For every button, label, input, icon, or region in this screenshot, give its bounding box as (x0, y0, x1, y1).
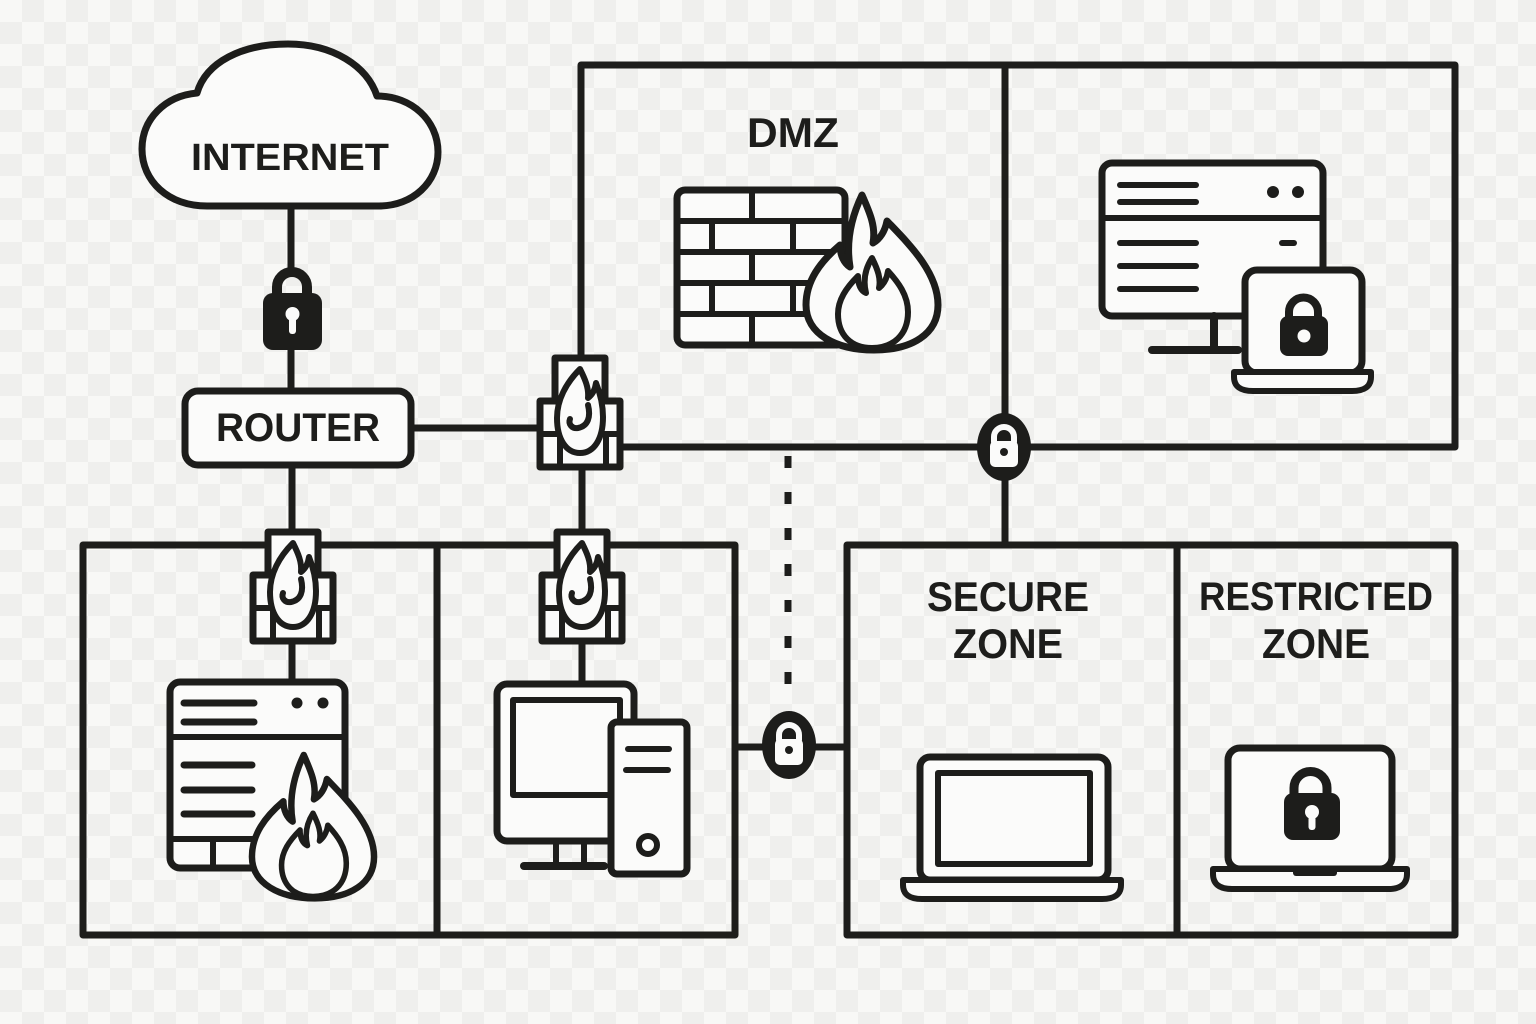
internet-node: INTERNET (138, 40, 442, 210)
lan-server-icon (166, 678, 374, 898)
tower-power-button (636, 833, 660, 857)
laptop-base (1210, 866, 1410, 892)
router-node: ROUTER (181, 387, 415, 469)
dmz-firewall-icon (673, 186, 938, 350)
dmz-zone-label: DMZ (747, 109, 839, 156)
padlock-shackle (272, 267, 312, 301)
restricted-zone-label-line1: RESTRICTED (1199, 575, 1433, 619)
dmz-host-icon (1098, 159, 1374, 394)
restricted-zone-label-line2: ZONE (1262, 620, 1370, 667)
server-led (291, 697, 303, 709)
laptop-notch (1293, 869, 1337, 876)
router-label: ROUTER (216, 406, 380, 450)
tower (607, 718, 691, 878)
server-led (317, 697, 329, 709)
wan-padlock-icon (263, 267, 322, 350)
lock-shackle (1289, 767, 1332, 800)
badge-lock-shackle (776, 722, 802, 743)
lock-keyhole (1297, 329, 1311, 343)
secure-zone-label-line2: ZONE (953, 620, 1063, 667)
lock-keyhole (1305, 805, 1319, 819)
badge-lock-keyhole (1000, 448, 1008, 456)
badge-lock-keyhole (785, 746, 793, 754)
firewall-icon-lan-workstation (542, 532, 622, 641)
lan-box (79, 541, 739, 939)
padlock-keyhole (285, 307, 300, 321)
lock-shackle (1285, 293, 1322, 322)
router-box (181, 387, 415, 469)
laptop-screen-inner (935, 770, 1093, 867)
padlock-keyhole-stem (289, 317, 296, 334)
laptop-base (1231, 369, 1374, 394)
cloud-icon (138, 40, 442, 210)
padlock-badge-dmz-secure (977, 413, 1031, 481)
server-led (1292, 186, 1304, 198)
firewall-icon-dmz-edge (540, 358, 620, 467)
restricted-zone-laptop-icon (1210, 744, 1410, 892)
secure-zone-label-line1: SECURE (927, 573, 1089, 620)
internet-label: INTERNET (191, 137, 389, 179)
server-led (1267, 186, 1279, 198)
laptop-base (900, 877, 1124, 902)
secure-restricted-box (843, 541, 1459, 939)
secure-zone-laptop-icon (900, 753, 1124, 902)
lan-workstation-icon (493, 680, 691, 878)
firewall-icon-lan-server (253, 532, 333, 641)
badge-lock-shackle (991, 424, 1017, 445)
lock-keyhole-stem (1308, 816, 1316, 830)
padlock-badge-lan-secure (762, 711, 816, 779)
